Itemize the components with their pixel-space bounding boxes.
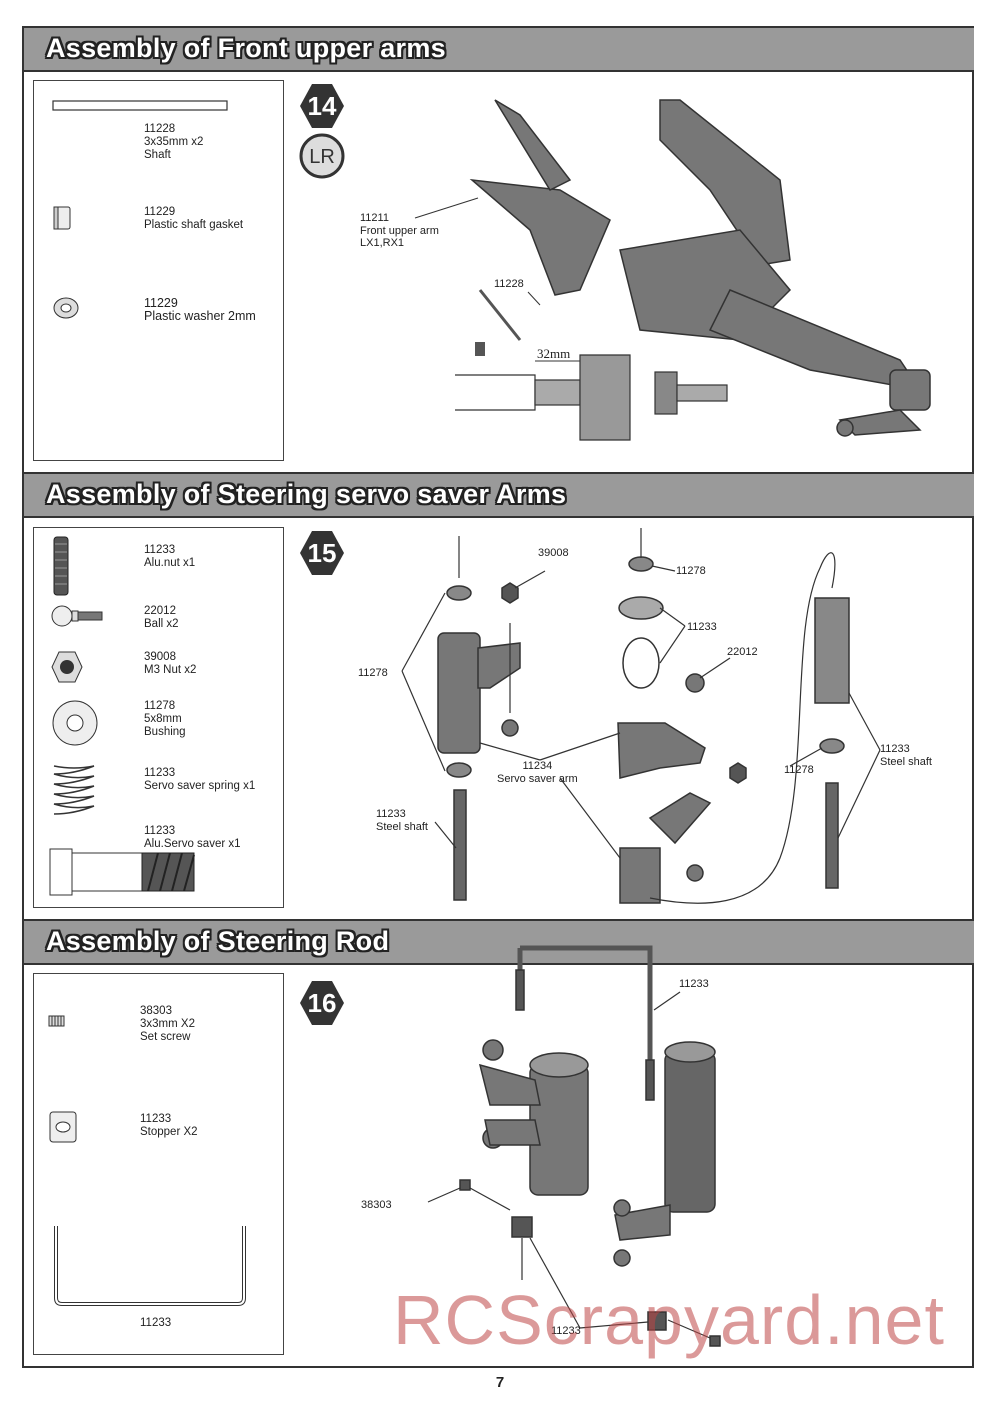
section-title: Assembly of Steering servo saver Arms — [46, 479, 567, 509]
part-label: 38303 3x3mm X2 Set screw — [140, 1005, 195, 1043]
part-label: 11233 Alu.nut x1 — [144, 544, 196, 569]
step-number-badge: 14 — [300, 84, 344, 128]
section-title: Assembly of Steering Rod — [46, 926, 390, 956]
parts-list-steering-rod: 38303 3x3mm X2 Set screw 11233 Stopper X… — [33, 973, 284, 1355]
part-label: 11233 Alu.Servo saver x1 — [144, 825, 241, 850]
part-label: 11228 3x35mm x2 Shaft — [144, 123, 204, 161]
left-right-badge: LR — [299, 133, 345, 179]
callout-label: 11233 Steel shaft — [376, 808, 428, 833]
callout-label: 11228 — [494, 278, 524, 290]
step-number-badge: 15 — [300, 531, 344, 575]
callout-label: 11278 — [784, 764, 814, 776]
svg-text:14: 14 — [308, 91, 337, 121]
callout-label: 11233 — [551, 1325, 581, 1337]
dimension-label: 32mm — [537, 346, 571, 361]
callout-label: 11233 — [679, 978, 709, 990]
callout-label: 11233 — [687, 621, 717, 633]
section-divider — [24, 919, 974, 921]
svg-text:15: 15 — [308, 538, 337, 568]
stopper-icon — [49, 1111, 77, 1143]
part-label: 11233 — [140, 1317, 172, 1329]
callout-label: 11278 — [676, 565, 706, 577]
callout-label: 22012 — [727, 646, 758, 658]
section-title: Assembly of Front upper arms — [46, 33, 446, 63]
page-number: 7 — [495, 1374, 505, 1391]
callout-label: 39008 — [538, 547, 569, 559]
part-label: 11233 Servo saver spring x1 — [144, 767, 256, 792]
part-label: 11233 Stopper X2 — [140, 1113, 198, 1138]
parts-list-front-upper-arms: 11228 3x35mm x2 Shaft 11229 Plastic shaf… — [33, 80, 284, 461]
part-label: 22012 Ball x2 — [144, 605, 179, 630]
part-label: 11229 Plastic washer 2mm — [144, 296, 256, 323]
callout-label: 11278 — [358, 667, 388, 679]
callout-label: 38303 — [361, 1199, 392, 1211]
part-label: 11278 5x8mm Bushing — [144, 700, 186, 738]
section-divider — [24, 472, 974, 474]
servo-saver-diagram — [401, 528, 881, 904]
part-label: 11229 Plastic shaft gasket — [144, 206, 244, 231]
step-number-badge: 16 — [300, 981, 344, 1025]
set-screw-icon — [48, 1015, 65, 1027]
section-header-steering-rod: Assembly of Steering Rod — [24, 921, 974, 965]
svg-text:LR: LR — [309, 146, 335, 168]
shaft-icon — [52, 100, 228, 111]
section-header-front-upper-arms: Assembly of Front upper arms — [24, 28, 974, 72]
callout-label: 11234 Servo saver arm — [497, 760, 578, 785]
ball-icon — [51, 605, 103, 627]
callout-label: 11233 Steel shaft — [880, 743, 932, 768]
svg-text:16: 16 — [308, 988, 337, 1018]
gasket-icon — [53, 206, 71, 230]
section-header-servo-saver: Assembly of Steering servo saver Arms — [24, 474, 974, 518]
parts-list-servo-saver: 11233 Alu.nut x1 22012 Ball x2 39008 M3 … — [33, 527, 284, 908]
steering-rod-icon — [54, 1226, 246, 1306]
watermark: RCScrapyard.net — [393, 1281, 945, 1359]
washer-icon — [53, 297, 79, 319]
alu-nut-icon — [53, 536, 69, 596]
spring-icon — [53, 765, 95, 815]
callout-label: 11211 Front upper arm LX1,RX1 — [360, 212, 439, 249]
front-upper-arm-diagram — [414, 99, 931, 441]
page-frame — [22, 26, 974, 1368]
servo-saver-icon — [49, 848, 195, 896]
nut-icon — [51, 651, 83, 683]
bushing-icon — [52, 700, 98, 746]
part-label: 39008 M3 Nut x2 — [144, 651, 197, 676]
steering-rod-diagram — [427, 945, 721, 1347]
